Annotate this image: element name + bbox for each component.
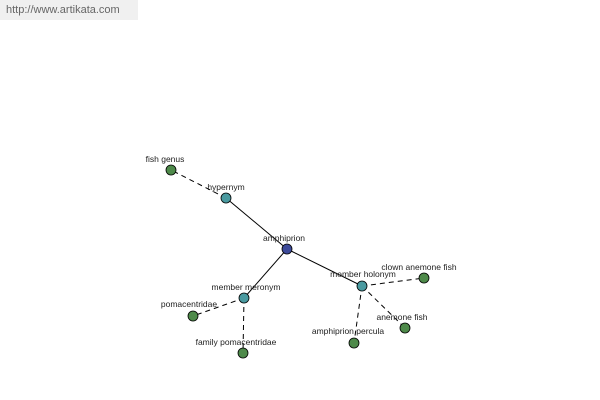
nodes-layer — [165, 164, 430, 359]
edge-member-holonym-anemone-fish — [361, 285, 406, 329]
edge-member-holonym-clown-anemone-fish — [361, 277, 425, 287]
node-label-member-holonym[interactable]: member holonym — [330, 269, 396, 279]
url-text: http://www.artikata.com — [6, 4, 120, 16]
node-label-member-meronym[interactable]: member meronym — [212, 282, 281, 292]
edge-member-meronym-pomacentridae — [192, 297, 245, 317]
node-amphiprion-percula[interactable] — [348, 337, 360, 349]
node-hypernym[interactable] — [220, 192, 232, 204]
node-label-anemone-fish[interactable]: anemone fish — [376, 312, 427, 322]
node-fish-genus[interactable] — [165, 164, 177, 176]
node-label-amphiprion-percula[interactable]: amphiprion percula — [312, 326, 385, 336]
node-family-pomacentridae[interactable] — [237, 347, 249, 359]
edge-amphiprion-member-meronym — [243, 248, 288, 299]
node-label-pomacentridae[interactable]: pomacentridae — [161, 299, 218, 309]
url-header: http://www.artikata.com — [0, 0, 138, 20]
node-label-fish-genus[interactable]: fish genus — [146, 154, 185, 164]
edge-hypernym-fish-genus — [170, 169, 227, 199]
node-label-clown-anemone-fish[interactable]: clown anemone fish — [381, 262, 456, 272]
node-label-family-pomacentridae[interactable]: family pomacentridae — [196, 337, 277, 347]
edge-amphiprion-hypernym — [225, 197, 288, 250]
node-label-amphiprion[interactable]: amphiprion — [263, 233, 305, 243]
node-anemone-fish[interactable] — [399, 322, 411, 334]
edges-layer — [170, 169, 425, 354]
node-label-hypernym[interactable]: hypernym — [207, 182, 244, 192]
edge-member-meronym-family-pomacentridae — [242, 297, 245, 354]
node-pomacentridae[interactable] — [187, 310, 199, 322]
node-member-holonym[interactable] — [356, 280, 368, 292]
labels-layer: amphiprion hypernym fish genus member meron… — [146, 154, 457, 347]
node-clown-anemone-fish[interactable] — [418, 272, 430, 284]
edge-member-holonym-amphiprion-percula — [353, 285, 363, 344]
node-amphiprion[interactable] — [281, 243, 293, 255]
edge-amphiprion-member-holonym — [286, 248, 363, 287]
node-member-meronym[interactable] — [238, 292, 250, 304]
